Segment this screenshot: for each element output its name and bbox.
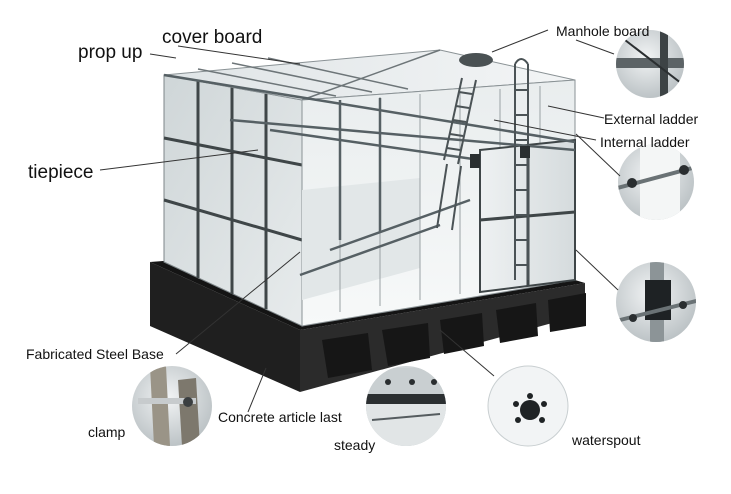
internal-ladder — [436, 77, 477, 231]
label-tiepiece: tiepiece — [28, 162, 94, 183]
leader-lines — [99, 29, 621, 413]
label-waterspout: waterspout — [572, 432, 641, 448]
label-concrete-article-last: Concrete article last — [218, 409, 342, 425]
detail-clamp — [132, 366, 212, 446]
detail-manhole — [616, 30, 684, 98]
label-cover-board: cover board — [162, 27, 263, 48]
label-clamp: clamp — [88, 424, 126, 440]
label-manhole-board: Manhole board — [556, 23, 650, 39]
detail-tie-rod — [618, 144, 694, 220]
label-internal-ladder: Internal ladder — [600, 134, 690, 150]
label-fabricated-steel-base: Fabricated Steel Base — [26, 346, 164, 362]
label-external-ladder: External ladder — [604, 111, 699, 127]
tank-interior — [163, 58, 576, 327]
detail-bracket — [616, 262, 696, 342]
detail-waterspout — [487, 365, 569, 447]
label-prop-up: prop up — [78, 42, 143, 63]
detail-steady — [366, 366, 446, 446]
label-steady: steady — [334, 437, 376, 453]
external-ladder — [514, 58, 529, 280]
